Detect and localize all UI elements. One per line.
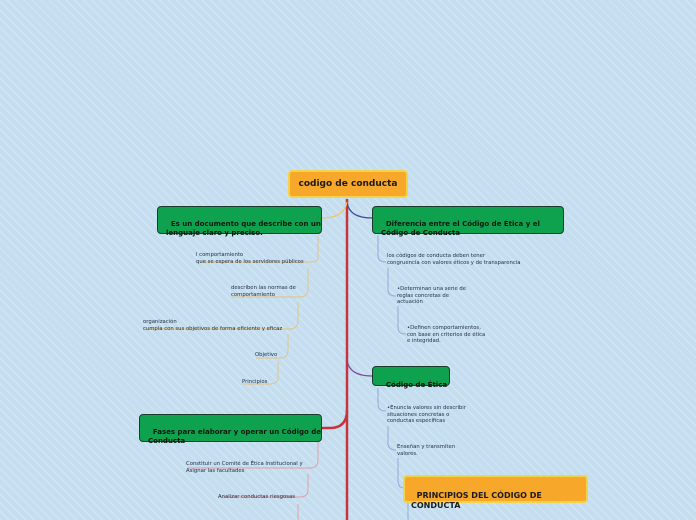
document-node-label: Es un documento que describe con un leng…	[166, 220, 321, 237]
doc-child-objective[interactable]: Objetivo	[255, 352, 278, 358]
doc-child-principles[interactable]: Principios	[242, 379, 268, 385]
doc-child-organization[interactable]: organización cumpla con sus objetivos de…	[143, 319, 283, 332]
ethics-child-teach[interactable]: Enseñan y transmiten valores.	[397, 444, 456, 457]
document-node[interactable]: Es un documento que describe con un leng…	[157, 206, 322, 237]
phases-leaf-line-2	[220, 474, 309, 498]
ethics-leaf-line-3	[397, 458, 405, 489]
ethics-leaf-line-2	[387, 426, 397, 451]
phases-leaf-line-1	[188, 442, 319, 469]
ethics-child-values[interactable]: •Enuncia valores sin describir situacion…	[387, 405, 466, 425]
diff-child-congruence[interactable]: los códigos de conducta deben tener cong…	[387, 253, 521, 266]
root-node[interactable]: codigo de conducta	[288, 170, 408, 198]
doc-child-behavior[interactable]: l comportamiento que se espera de los se…	[196, 252, 304, 265]
trunk-line	[322, 199, 349, 430]
ethics-code-label: Código de Ética	[385, 381, 448, 389]
ethics-leaf-line-1	[377, 388, 387, 412]
diff-leaf-line-1	[377, 235, 387, 263]
diff-child-behaviors[interactable]: •Definen comportamientos, con base en cr…	[407, 325, 486, 345]
difference-node[interactable]: Diferencia entre el Código de Ética y el…	[372, 206, 564, 237]
difference-node-label: Diferencia entre el Código de Ética y el…	[381, 220, 540, 237]
phases-node-label: Fases para elaborar y operar un Código d…	[148, 428, 321, 445]
doc-leaf-line-2	[232, 268, 309, 298]
root-label: codigo de conducta	[298, 179, 398, 189]
principles-node-label: PRINCIPIOS DEL CÓDIGO DE CONDUCTA	[411, 491, 542, 510]
principles-node[interactable]: PRINCIPIOS DEL CÓDIGO DE CONDUCTA	[403, 475, 588, 510]
branch-to-difference	[346, 201, 373, 219]
branch-to-document	[321, 201, 348, 219]
diff-leaf-line-2	[387, 268, 397, 297]
branch-to-ethics	[346, 359, 373, 377]
phases-node[interactable]: Fases para elaborar y operar un Código d…	[139, 414, 322, 445]
doc-leaf-line-4	[256, 334, 289, 359]
doc-child-norms[interactable]: describen las normas de comportamiento	[231, 285, 296, 298]
diff-child-rules[interactable]: •Determinan una serie de reglas concreta…	[397, 286, 467, 306]
doc-leaf-line-1	[200, 235, 319, 263]
doc-leaf-line-3	[145, 302, 299, 330]
ethics-code-node[interactable]: Código de Ética	[372, 366, 450, 389]
phases-child-committee[interactable]: Constituir un Comité de Ética Institucio…	[186, 461, 303, 474]
phases-child-risky-conduct[interactable]: Analizar conductas riesgosas	[218, 494, 296, 500]
doc-leaf-line-5	[243, 362, 279, 385]
diff-leaf-line-3	[397, 306, 407, 335]
